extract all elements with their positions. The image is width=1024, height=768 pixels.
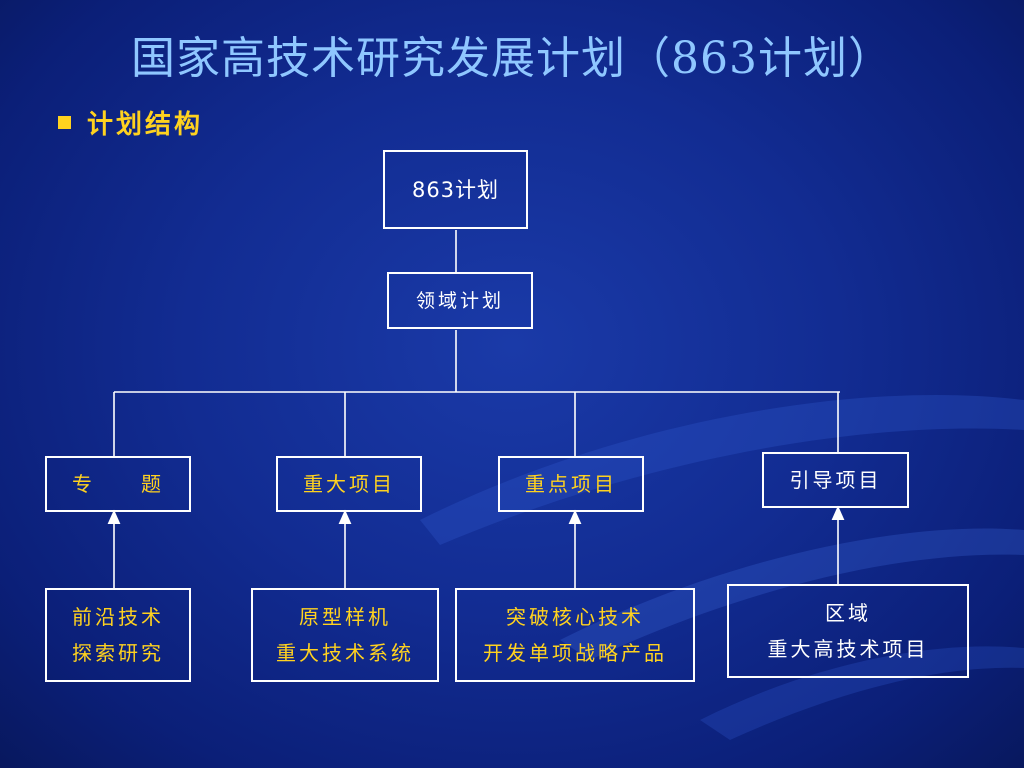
node-level2-4-label: 引导项目 (789, 468, 882, 492)
node-level3-2-line1: 原型样机 (299, 605, 391, 629)
node-level3-1-line2: 探索研究 (72, 641, 164, 665)
node-level3-4-line2: 重大高技术项目 (767, 637, 929, 661)
node-level3-3-line2: 开发单项战略产品 (483, 641, 667, 665)
node-level2-1-label: 专 题 (72, 472, 164, 496)
node-root-label: 863计划 (411, 177, 500, 202)
node-level2-4: 引导项目 (762, 452, 909, 508)
section-heading-text: 计划结构 (87, 110, 204, 140)
node-level2-1: 专 题 (45, 456, 191, 512)
node-level3-3-line1: 突破核心技术 (506, 605, 644, 629)
section-heading: 计划结构 (58, 104, 203, 141)
node-level2-2: 重大项目 (276, 456, 422, 512)
node-root: 863计划 (383, 150, 528, 229)
node-level1-label: 领域计划 (415, 289, 504, 312)
node-level2-2-label: 重大项目 (303, 472, 395, 496)
node-level3-2-line2: 重大技术系统 (276, 641, 414, 665)
node-level1: 领域计划 (387, 272, 533, 329)
node-level3-1: 前沿技术 探索研究 (45, 588, 191, 682)
node-level3-4: 区域 重大高技术项目 (727, 584, 969, 678)
node-level3-2: 原型样机 重大技术系统 (251, 588, 439, 682)
node-level3-4-line1: 区域 (825, 601, 871, 625)
node-level3-1-line1: 前沿技术 (72, 605, 164, 629)
node-level2-3-label: 重点项目 (525, 472, 617, 496)
node-level2-3: 重点项目 (498, 456, 644, 512)
node-level3-3: 突破核心技术 开发单项战略产品 (455, 588, 695, 682)
square-bullet-icon (58, 116, 71, 129)
slide-title: 国家高技术研究发展计划（863计划） (131, 33, 893, 84)
